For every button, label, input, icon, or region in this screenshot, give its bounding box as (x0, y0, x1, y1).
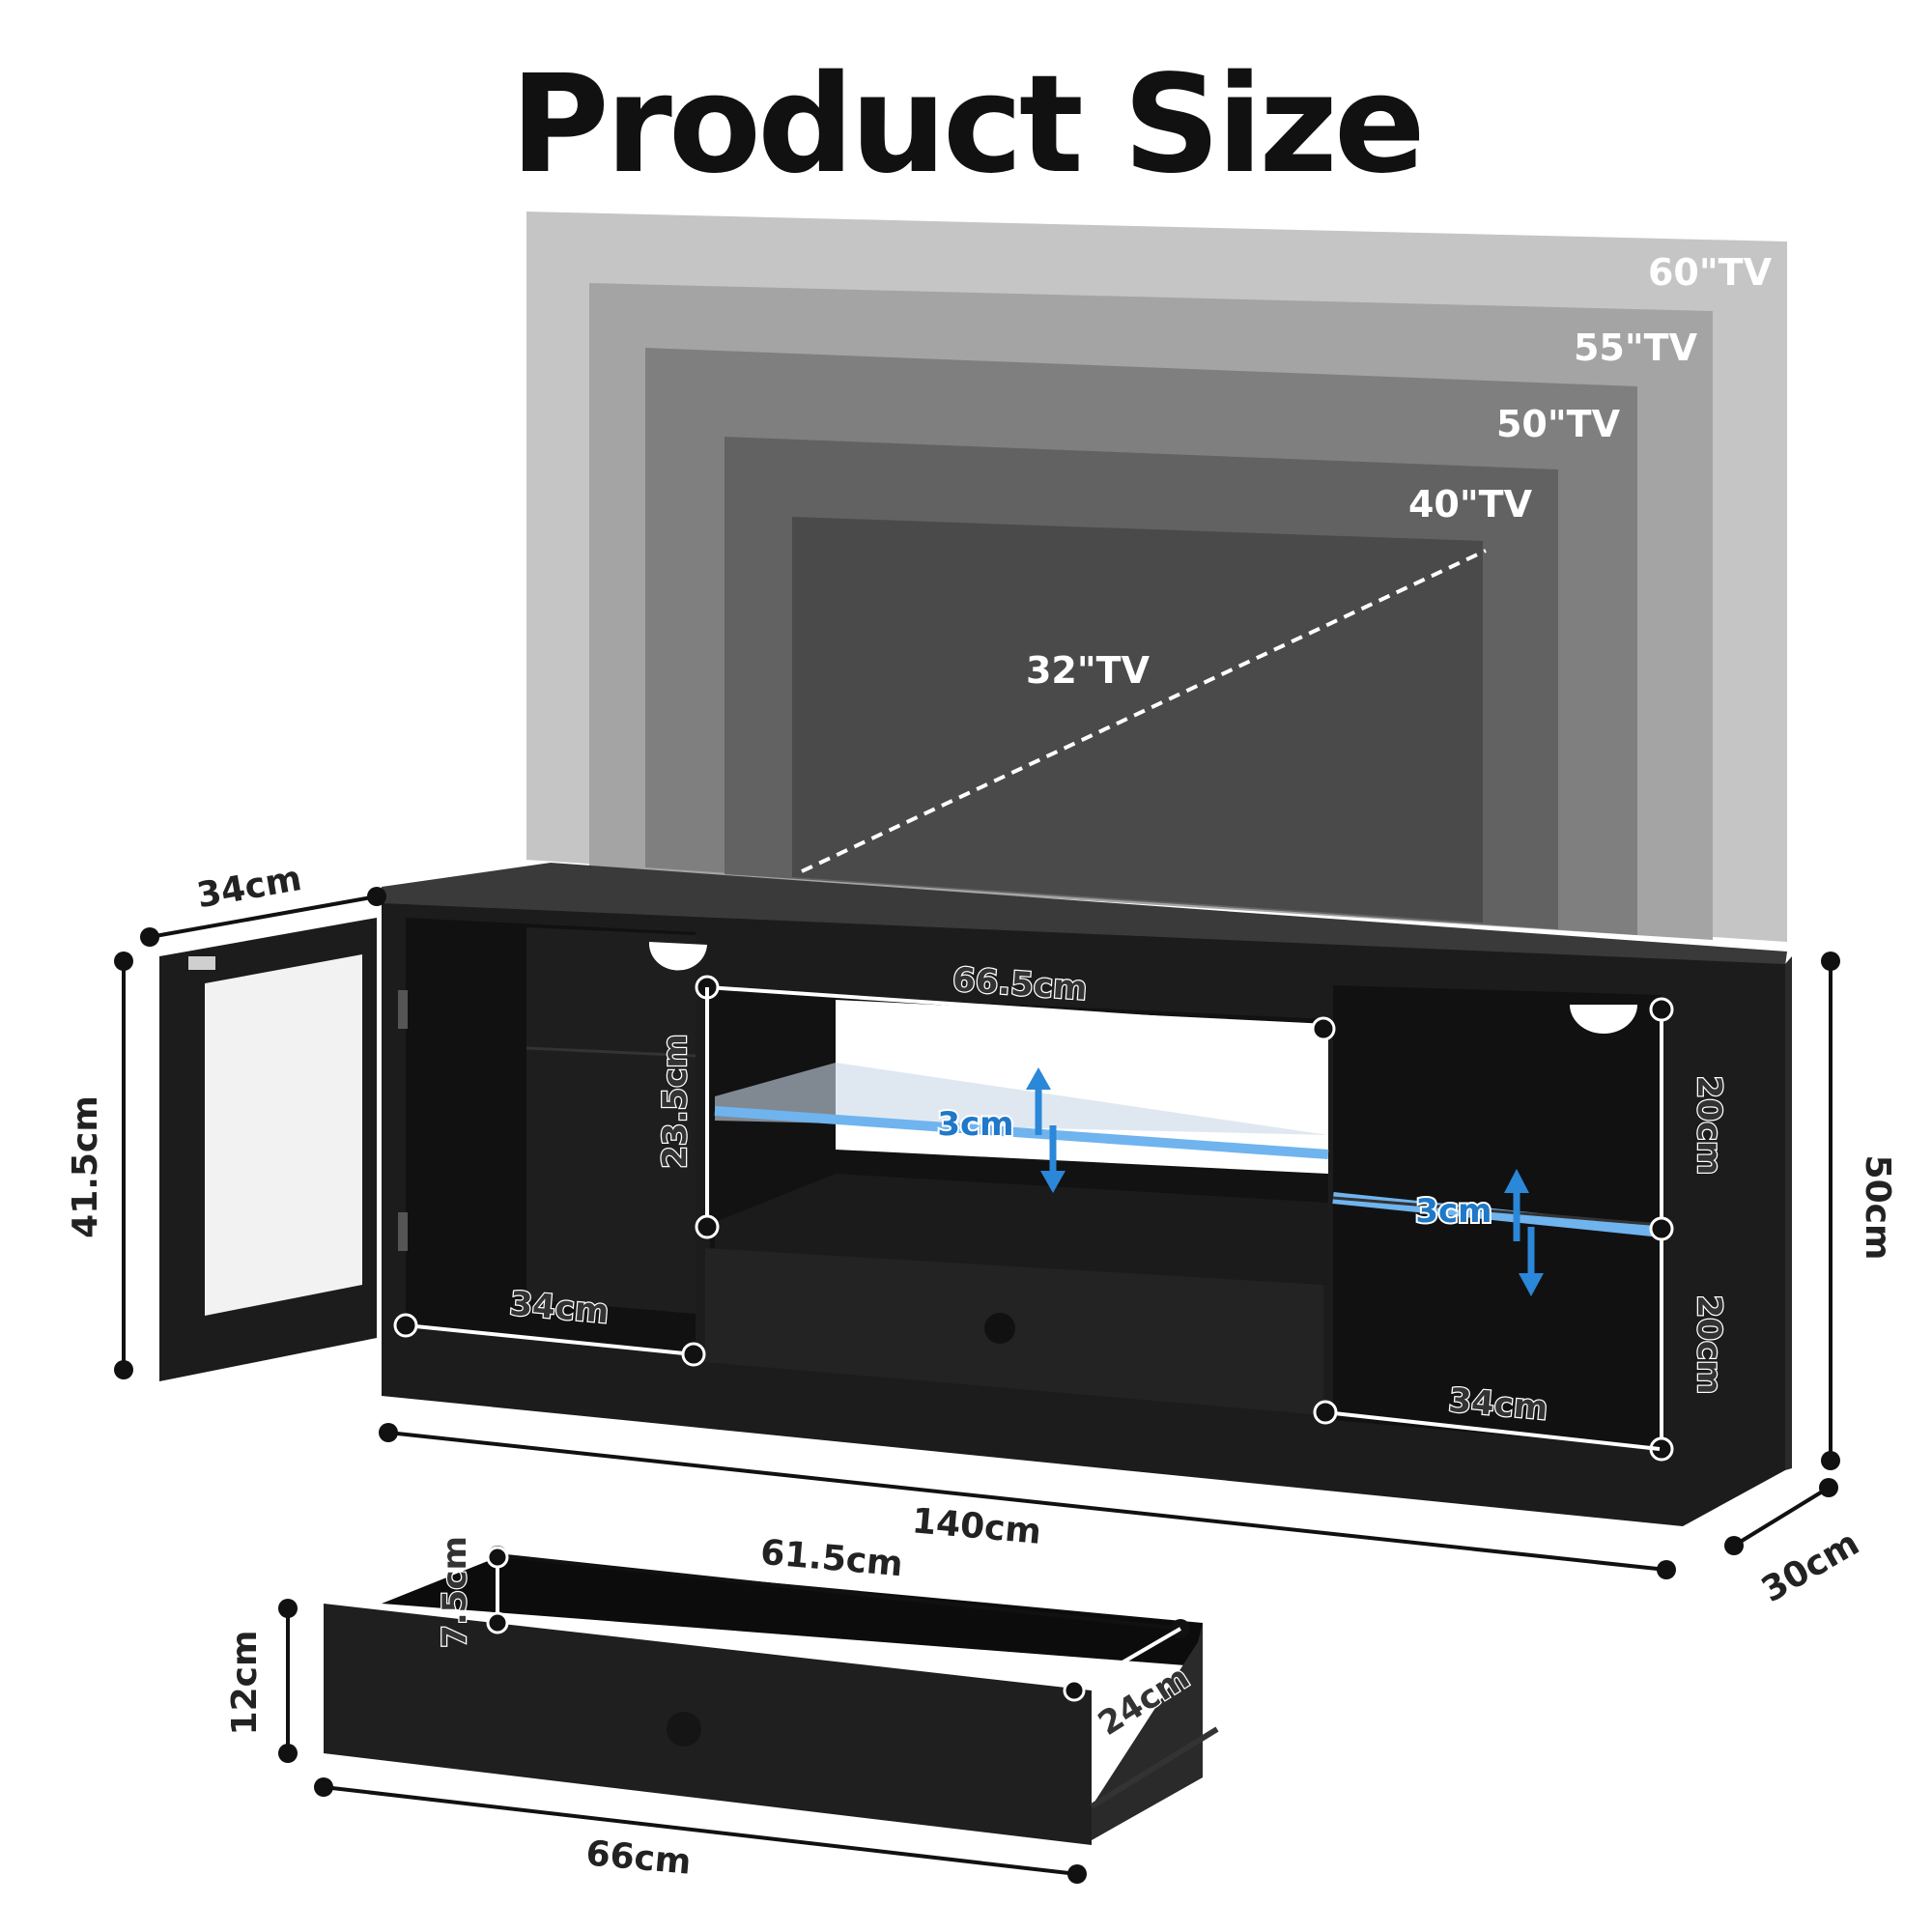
tv-40-label: 40"TV (1408, 483, 1533, 526)
left-cabinet-shelf (526, 1046, 696, 1058)
drawer-inner-height-label: 7.5cm (436, 1536, 474, 1648)
tv-32-screen (792, 517, 1483, 923)
tv-size-comparison: 60"TV 55"TV 50"TV 40"TV 32"TV (526, 212, 1787, 942)
total-depth-label: 30cm (1755, 1523, 1866, 1610)
right-cable-hole (1570, 1005, 1637, 1034)
left-cabinet-back (526, 927, 696, 1314)
center-height-label: 23.5cm (656, 1034, 695, 1168)
drawer-height-label: 12cm (225, 1631, 265, 1736)
tv-50-label: 50"TV (1496, 403, 1621, 445)
tv-32-label: 32"TV (1026, 649, 1151, 692)
door-handle (188, 956, 215, 970)
drawer-front (324, 1604, 1092, 1845)
door-width-label: 34cm (194, 859, 304, 916)
page-title: Product Size (510, 46, 1426, 204)
drawer-box-inner (382, 1557, 1203, 1666)
drawer-right-side (1092, 1623, 1203, 1840)
door-hinge-bottom (398, 1212, 408, 1251)
center-led-strip (714, 1106, 1329, 1159)
drawer-width-label: 66cm (584, 1833, 693, 1882)
black-dimension-lines: 34cm 41.5cm 50cm 140cm 30cm 61.5cm 12cm … (66, 859, 1897, 1884)
drawer-knob (667, 1712, 701, 1747)
center-shelf-bottom (715, 1174, 1328, 1285)
stand-drawer-knob (984, 1313, 1015, 1344)
left-cable-hole (648, 942, 707, 971)
drawer-detail (324, 1557, 1219, 1845)
right-upper-height-label: 20cm (1690, 1076, 1728, 1176)
drawer-slide-rail (1090, 1726, 1219, 1809)
stand-top-surface (382, 863, 1787, 966)
total-height-label: 50cm (1858, 1155, 1897, 1261)
right-lower-height-label: 20cm (1690, 1295, 1728, 1395)
glass-door-pane (205, 954, 362, 1316)
door-height-label: 41.5cm (66, 1095, 105, 1238)
center-width-label: 66.5cm (952, 960, 1089, 1009)
center-glass-gap-label: 3cm (937, 1105, 1013, 1144)
right-glass-gap-label: 3cm (1415, 1192, 1492, 1231)
door-hinge-top (398, 990, 408, 1029)
tv-stand (159, 863, 1792, 1526)
stand-right-side (1785, 956, 1792, 1470)
glass-gap-indicators: 3cm 3cm (935, 1067, 1544, 1296)
tv-diagonal-dashed-line (801, 549, 1487, 873)
total-width-label: 140cm (910, 1501, 1042, 1552)
right-cabinet-shelf (1332, 1196, 1662, 1227)
drawer-inner-width-label: 61.5cm (759, 1533, 905, 1585)
tv-55-label: 55"TV (1574, 327, 1698, 369)
tv-60-label: 60"TV (1648, 251, 1773, 294)
